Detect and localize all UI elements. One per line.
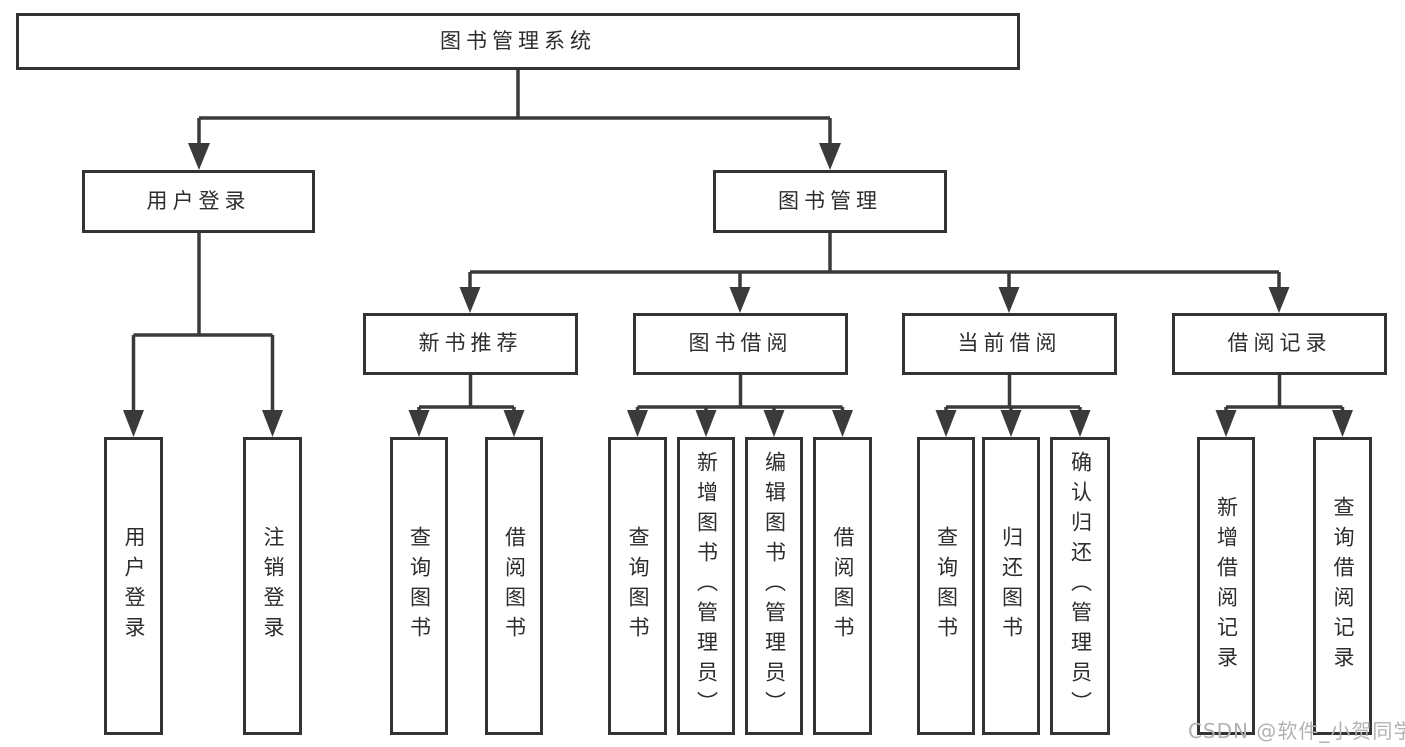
leaf-query-books-borrow: 查询图书 xyxy=(608,437,667,735)
leaf-query-borrow-record: 查询借阅记录 xyxy=(1313,437,1372,735)
node-user-login-group: 用户登录 xyxy=(82,170,315,233)
leaf-borrow-books-recommend: 借阅图书 xyxy=(485,437,543,735)
csdn-watermark: CSDN @软件_小贺同学 xyxy=(1188,719,1405,743)
leaf-query-books-current: 查询图书 xyxy=(917,437,975,735)
node-library-management-system: 图书管理系统 xyxy=(16,13,1020,70)
arrowheads xyxy=(123,143,1353,437)
node-borrow-record: 借阅记录 xyxy=(1172,313,1387,375)
node-current-borrow: 当前借阅 xyxy=(902,313,1117,375)
leaf-query-books-recommend: 查询图书 xyxy=(390,437,448,735)
leaf-add-borrow-record: 新增借阅记录 xyxy=(1197,437,1255,735)
node-book-borrow: 图书借阅 xyxy=(633,313,848,375)
leaf-edit-books-admin: 编辑图书（管理员） xyxy=(745,437,803,735)
leaf-logout: 注销登录 xyxy=(243,437,302,735)
leaf-confirm-return-admin: 确认归还（管理员） xyxy=(1050,437,1110,735)
leaf-borrow-books: 借阅图书 xyxy=(813,437,872,735)
node-new-book-recommend: 新书推荐 xyxy=(363,313,578,375)
leaf-user-login: 用户登录 xyxy=(104,437,163,735)
leaf-add-books-admin: 新增图书（管理员） xyxy=(677,437,735,735)
node-book-management: 图书管理 xyxy=(713,170,947,233)
leaf-return-books: 归还图书 xyxy=(982,437,1040,735)
